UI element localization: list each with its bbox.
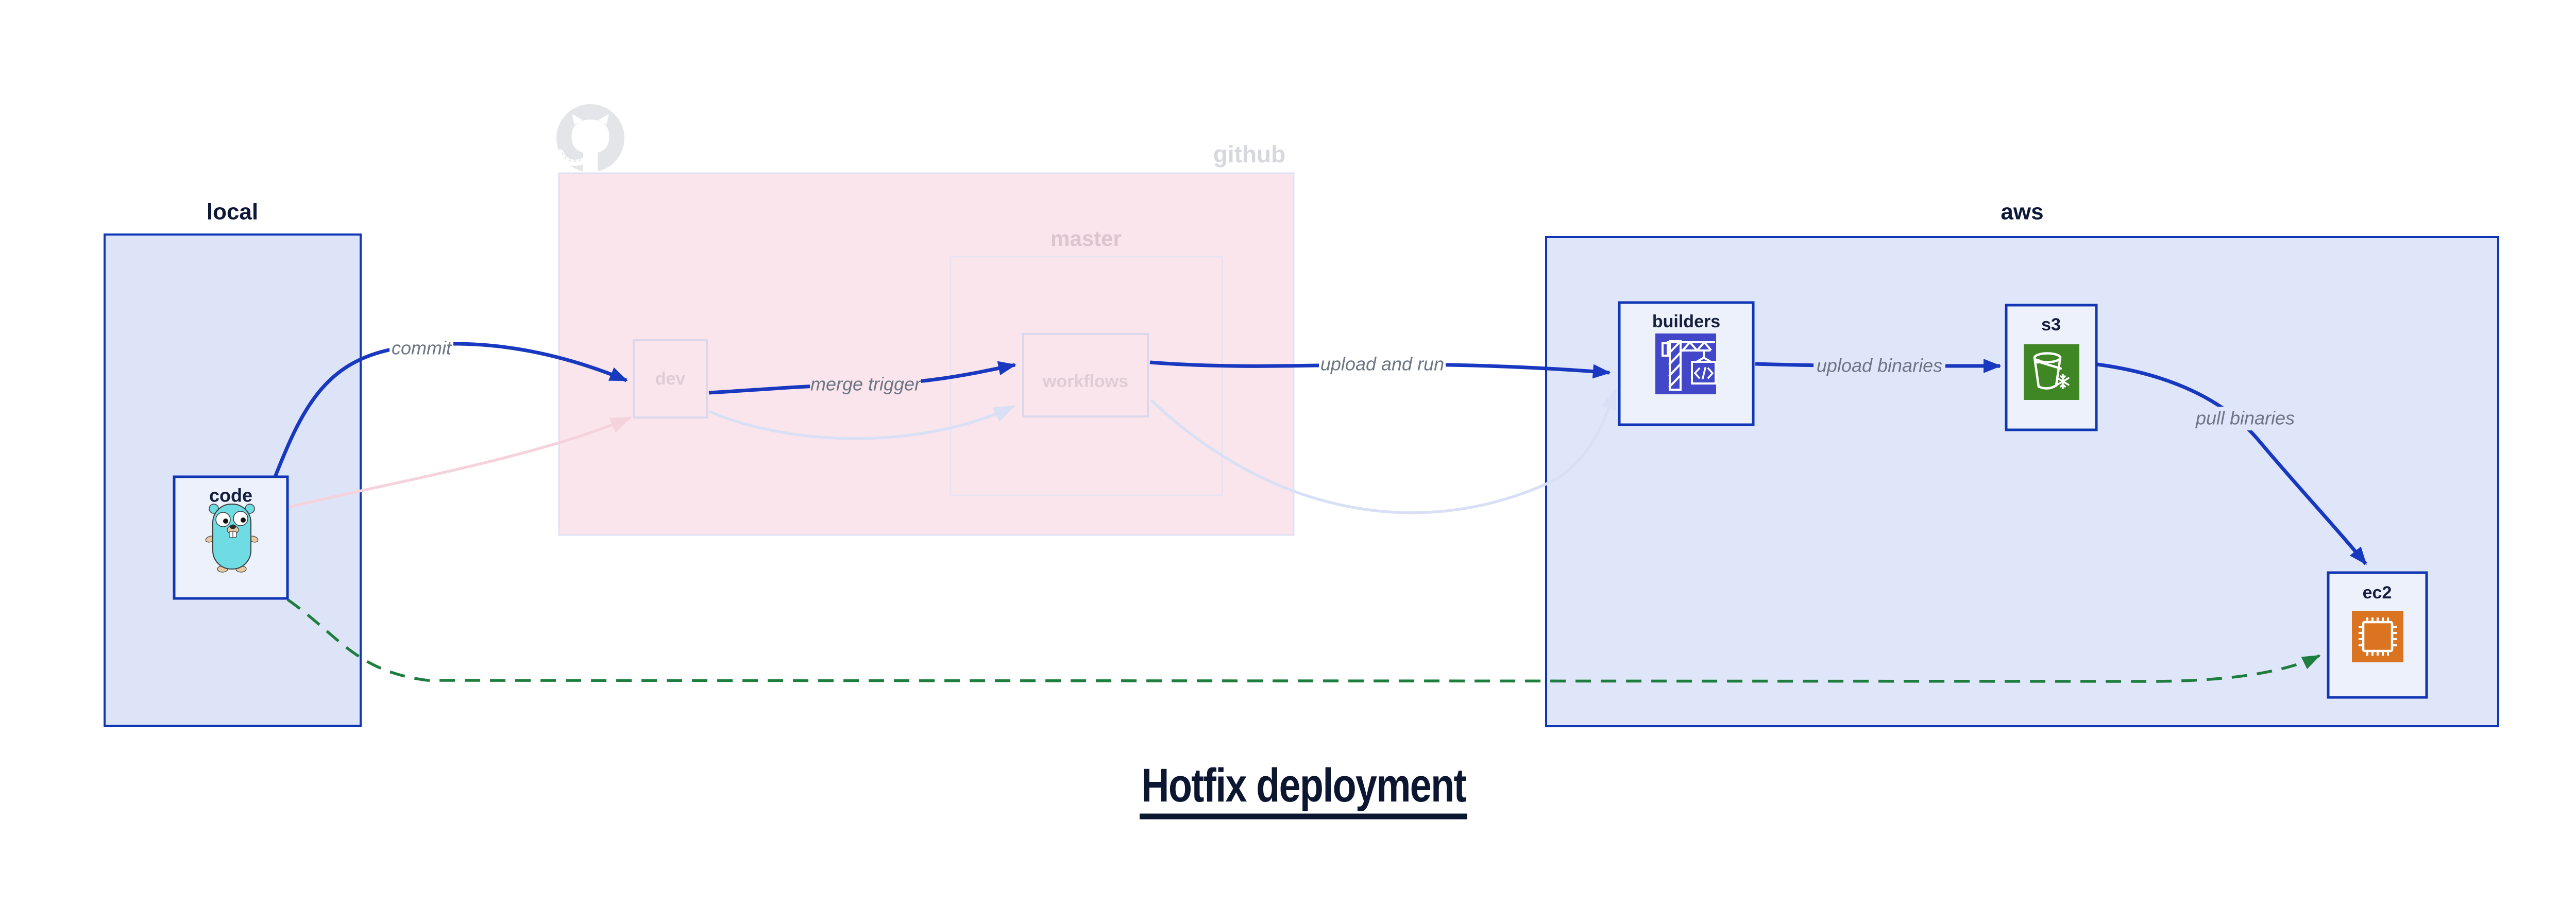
edge-dev-to-workflows-faded bbox=[708, 405, 1015, 440]
workflows-node-label: workflows bbox=[1042, 372, 1128, 391]
pull-binaries-label-bg bbox=[2188, 407, 2303, 430]
upload-binaries-label-bg bbox=[1814, 354, 1945, 378]
workflows-node-box bbox=[1022, 333, 1149, 417]
edge-labels: commit merge trigger upload and run uplo… bbox=[389, 337, 2303, 430]
node-builders: builders bbox=[1618, 301, 1755, 426]
ec2-node-label: ec2 bbox=[2363, 583, 2392, 603]
faded-edges bbox=[288, 388, 1617, 514]
cluster-master: master bbox=[950, 226, 1223, 496]
node-ec2: ec2 bbox=[2327, 571, 2428, 699]
node-dev: dev bbox=[633, 339, 708, 419]
cluster-github: github master bbox=[556, 104, 1295, 536]
pull-binaries-edge-label: pull binaries bbox=[2195, 408, 2295, 429]
aws-cluster-label: aws bbox=[2001, 199, 2043, 225]
diagram-title: Hotfix deployment bbox=[1140, 759, 1467, 820]
edge-hotfix-dashed bbox=[286, 598, 2321, 683]
edge-workflows-to-builders-faded bbox=[1150, 388, 1617, 514]
edge-pull-binaries bbox=[2097, 362, 2367, 565]
go-gopher-icon bbox=[205, 504, 259, 573]
aws-s3-glacier-icon bbox=[2024, 344, 2079, 400]
github-cluster-label: github bbox=[1213, 141, 1286, 168]
s3-node-label: s3 bbox=[2041, 315, 2061, 335]
aws-codebuild-icon bbox=[1655, 333, 1717, 394]
edge-code-to-dev-faded bbox=[288, 416, 632, 509]
upload-and-run-label-bg bbox=[1319, 353, 1446, 376]
dev-node-label: dev bbox=[655, 369, 686, 389]
merge-trigger-label-bg bbox=[810, 373, 921, 396]
github-octocat-icon bbox=[556, 104, 624, 172]
cluster-local: local bbox=[104, 199, 362, 727]
master-cluster-label: master bbox=[1050, 226, 1122, 250]
aws-ec2-icon bbox=[2352, 611, 2403, 662]
dev-node-box bbox=[633, 339, 708, 419]
upload-and-run-edge-label: upload and run bbox=[1320, 354, 1444, 375]
node-workflows: workflows bbox=[1022, 333, 1149, 417]
upload-binaries-edge-label: upload binaries bbox=[1817, 355, 1942, 376]
builders-node-label: builders bbox=[1652, 312, 1720, 331]
code-node-box bbox=[173, 475, 289, 600]
page-title: Hotfix deployment bbox=[1141, 759, 1466, 812]
commit-edge-label: commit bbox=[392, 338, 452, 359]
local-cluster-label: local bbox=[207, 199, 258, 225]
code-node-label: code bbox=[209, 485, 252, 506]
node-code: code bbox=[173, 475, 289, 600]
commit-label-bg bbox=[389, 337, 453, 360]
merge-trigger-edge-label: merge trigger bbox=[810, 374, 922, 395]
node-s3: s3 bbox=[2005, 304, 2098, 431]
